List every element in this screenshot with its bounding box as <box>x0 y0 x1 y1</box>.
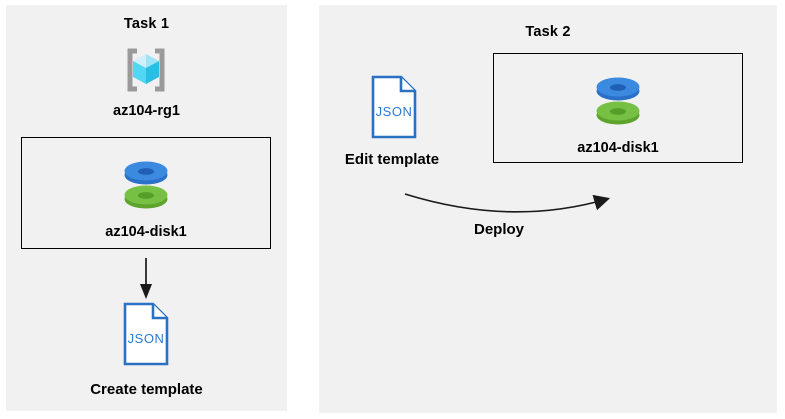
disk-icon <box>123 160 169 215</box>
task1-disk-box: az104-disk1 <box>21 137 271 249</box>
disk-label: az104-disk1 <box>577 140 659 156</box>
task1-title: Task 1 <box>123 16 170 32</box>
create-template-label: Create template <box>90 381 203 398</box>
resource-group-label: az104-rg1 <box>113 103 180 119</box>
task2-panel: Task 2 JSON Edit template <box>319 5 777 413</box>
resource-group-icon <box>122 47 170 98</box>
deploy-curved-arrow-icon <box>399 187 629 234</box>
deploy-label: Deploy <box>473 221 524 238</box>
down-arrow-icon <box>137 256 155 305</box>
disk-label: az104-disk1 <box>105 224 187 240</box>
task2-disk-box: az104-disk1 <box>493 53 743 163</box>
edit-template-label: Edit template <box>344 151 440 168</box>
json-file-icon: JSON <box>370 75 418 144</box>
task2-title: Task 2 <box>525 24 571 40</box>
disk-icon <box>595 76 641 131</box>
json-icon-text: JSON <box>128 331 165 346</box>
json-icon-text: JSON <box>376 104 413 119</box>
task1-panel: Task 1 az104-rg1 <box>6 5 287 411</box>
json-file-icon: JSON <box>122 302 170 371</box>
